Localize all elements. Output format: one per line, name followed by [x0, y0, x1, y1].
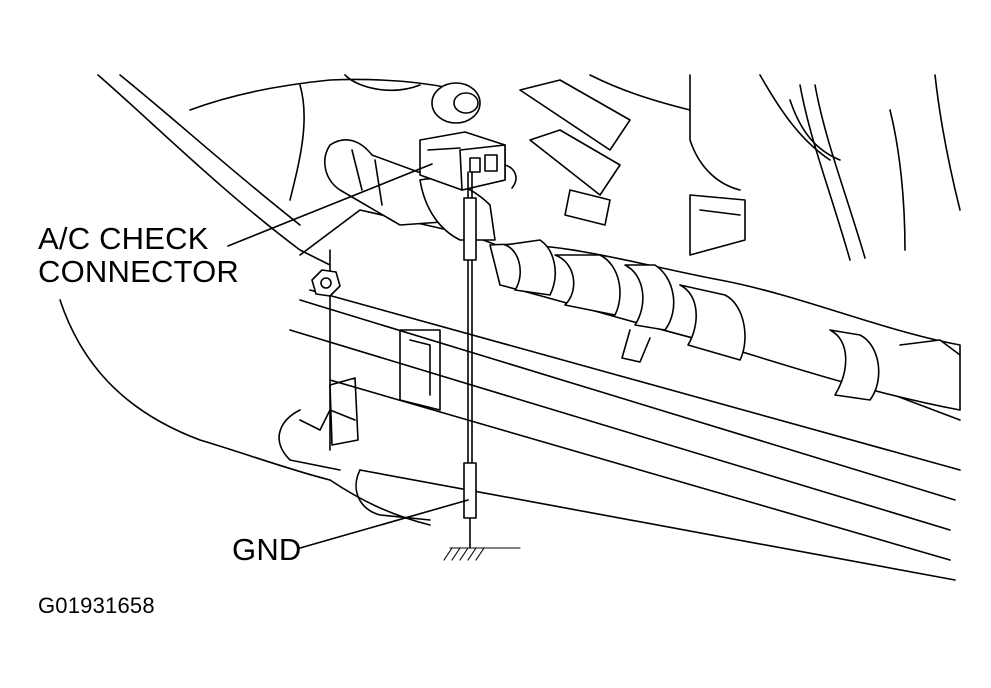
upper-cables [519, 79, 866, 261]
leader-lines [227, 163, 469, 549]
ac-check-label-line2: CONNECTOR [38, 254, 240, 289]
wiring-harness [489, 239, 961, 411]
ground-symbol-icon [443, 547, 521, 561]
gnd-label: GND [232, 532, 302, 567]
ac-connector-leader [227, 163, 433, 247]
dashboard-panel-outline [59, 74, 961, 526]
knob-icon [431, 82, 481, 124]
ac-check-connector-label: A/C CHECK CONNECTOR [38, 222, 239, 288]
figure-id-label: G01931658 [38, 593, 155, 618]
gnd-leader [299, 499, 469, 549]
ac-check-label-line1: A/C CHECK [38, 221, 209, 256]
jumper-wire [463, 171, 477, 549]
bracket-windows [319, 329, 441, 521]
bolt-icon [311, 269, 341, 297]
